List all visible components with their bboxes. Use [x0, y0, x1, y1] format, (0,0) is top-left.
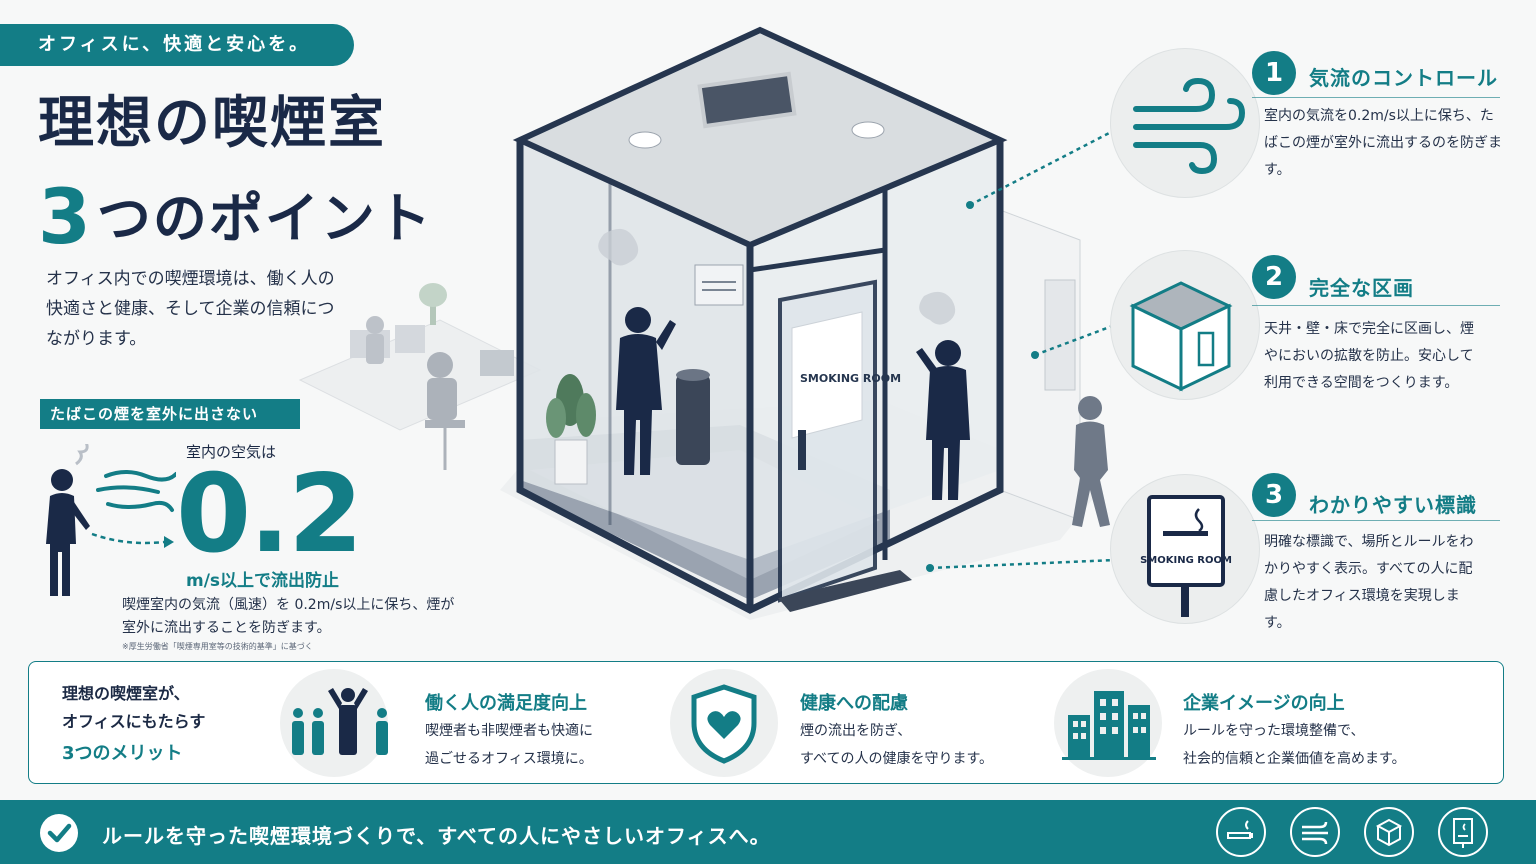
merits-heading: 理想の喫煙室が、 オフィスにもたらす 3つのメリット: [62, 680, 205, 768]
merit3-title: 企業イメージの向上: [1183, 693, 1345, 714]
point1-title: 気流のコントロール: [1309, 66, 1498, 90]
airflow-description: 喫煙室内の気流（風速）を 0.2m/s以上に保ち、煙が室外に流出することを防ぎま…: [122, 597, 455, 636]
point1-number: 1: [1252, 51, 1296, 95]
title-number: 3: [38, 172, 93, 261]
office-workers-illustration: [298, 283, 542, 470]
cube-room-icon: [1129, 281, 1233, 392]
page-subtitle: 3つのポイント: [38, 172, 433, 261]
merit2-line2: すべての人の健康を守ります。: [800, 751, 994, 767]
merit2-title: 健康への配慮: [800, 693, 908, 714]
wind-icon: [1133, 77, 1246, 175]
merit3-icon-circle: [1054, 669, 1162, 777]
merit1-line2: 過ごせるオフィス環境に。: [425, 751, 593, 767]
point2-description: 天井・壁・床で完全に区画し、煙やにおいの拡散を防止。安心して利用できる空間をつく…: [1264, 321, 1474, 391]
point3-icon-circle: SMOKING ROOM: [1110, 474, 1260, 624]
document-icon: [1438, 807, 1488, 857]
door-sign-text: SMOKING ROOM: [800, 372, 901, 385]
footer-message: ルールを守った喫煙環境づくりで、すべての人にやさしいオフィスへ。: [102, 824, 771, 848]
merits-heading-line3: 3つのメリット: [62, 743, 183, 764]
merit1-line1: 喫煙者も非喫煙者も快適に: [425, 723, 593, 739]
point2-number: 2: [1252, 255, 1296, 299]
merit3-description: ルールを守った環境整備で、 社会的信頼と企業価値を高めます。: [1183, 717, 1406, 773]
merit2-description: 煙の流出を防ぎ、 すべての人の健康を守ります。: [800, 717, 993, 773]
cigarette-icon: [1216, 807, 1266, 857]
point2-divider: [1252, 305, 1500, 306]
checkmark-icon: [40, 814, 78, 852]
buildings-icon: [1062, 691, 1156, 760]
wind-icon: [1290, 807, 1340, 857]
shield-heart-icon: [691, 684, 757, 764]
header-tag: オフィスに、快適と安心を。: [0, 24, 354, 66]
point2-icon-circle: [1110, 250, 1260, 400]
airflow-tag: たばこの煙を室外に出さない: [40, 399, 300, 429]
smoking-room-illustration: SMOKING ROOM: [500, 26, 1110, 620]
airflow-note: ※厚生労働省「喫煙専用室等の技術的基準」に基づく: [122, 642, 313, 651]
air-label: 室内の空気は: [186, 443, 277, 461]
point3-description: 明確な標識で、場所とルールをわかりやすく表示。すべての人に配慮したオフィス環境を…: [1264, 534, 1474, 631]
point3-title: わかりやすい標識: [1309, 493, 1477, 517]
merit1-description: 喫煙者も非喫煙者も快適に 過ごせるオフィス環境に。: [425, 717, 593, 773]
merit2-line1: 煙の流出を防ぎ、: [800, 723, 912, 739]
merits-heading-line1: 理想の喫煙室が、: [62, 684, 190, 703]
merit3-line1: ルールを守った環境整備で、: [1183, 723, 1365, 739]
point3-number: 3: [1252, 473, 1296, 517]
merit1-icon-circle: [280, 669, 388, 777]
sign-text: SMOKING ROOM: [1140, 555, 1232, 566]
airflow-value: 0.2: [176, 452, 363, 577]
footer-bar: [0, 800, 1536, 864]
merit3-line2: 社会的信頼と企業価値を高めます。: [1183, 751, 1406, 767]
smoking-sign-icon: SMOKING ROOM: [1140, 495, 1232, 617]
point3-divider: [1252, 520, 1500, 521]
point1-divider: [1252, 97, 1500, 98]
people-icon: [292, 688, 388, 755]
page-title: 理想の喫煙室: [38, 91, 386, 156]
leader-lines: [926, 130, 1116, 572]
smoker-figure-icon: [46, 444, 176, 596]
intro-text: オフィス内での喫煙環境は、働く人の快適さと健康、そして企業の信頼につながります。: [46, 269, 335, 349]
box-icon: [1364, 807, 1414, 857]
merit1-title: 働く人の満足度向上: [425, 693, 587, 714]
merits-heading-line2: オフィスにもたらす: [62, 712, 206, 731]
point1-description: 室内の気流を0.2m/s以上に保ち、たばこの煙が室外に流出するのを防ぎます。: [1264, 108, 1502, 178]
point1-icon-circle: [1110, 48, 1260, 198]
point2-title: 完全な区画: [1309, 276, 1414, 300]
merit2-icon-circle: [670, 669, 778, 777]
title-rest: つのポイント: [96, 187, 433, 250]
airflow-unit: m/s以上で流出防止: [186, 571, 340, 591]
